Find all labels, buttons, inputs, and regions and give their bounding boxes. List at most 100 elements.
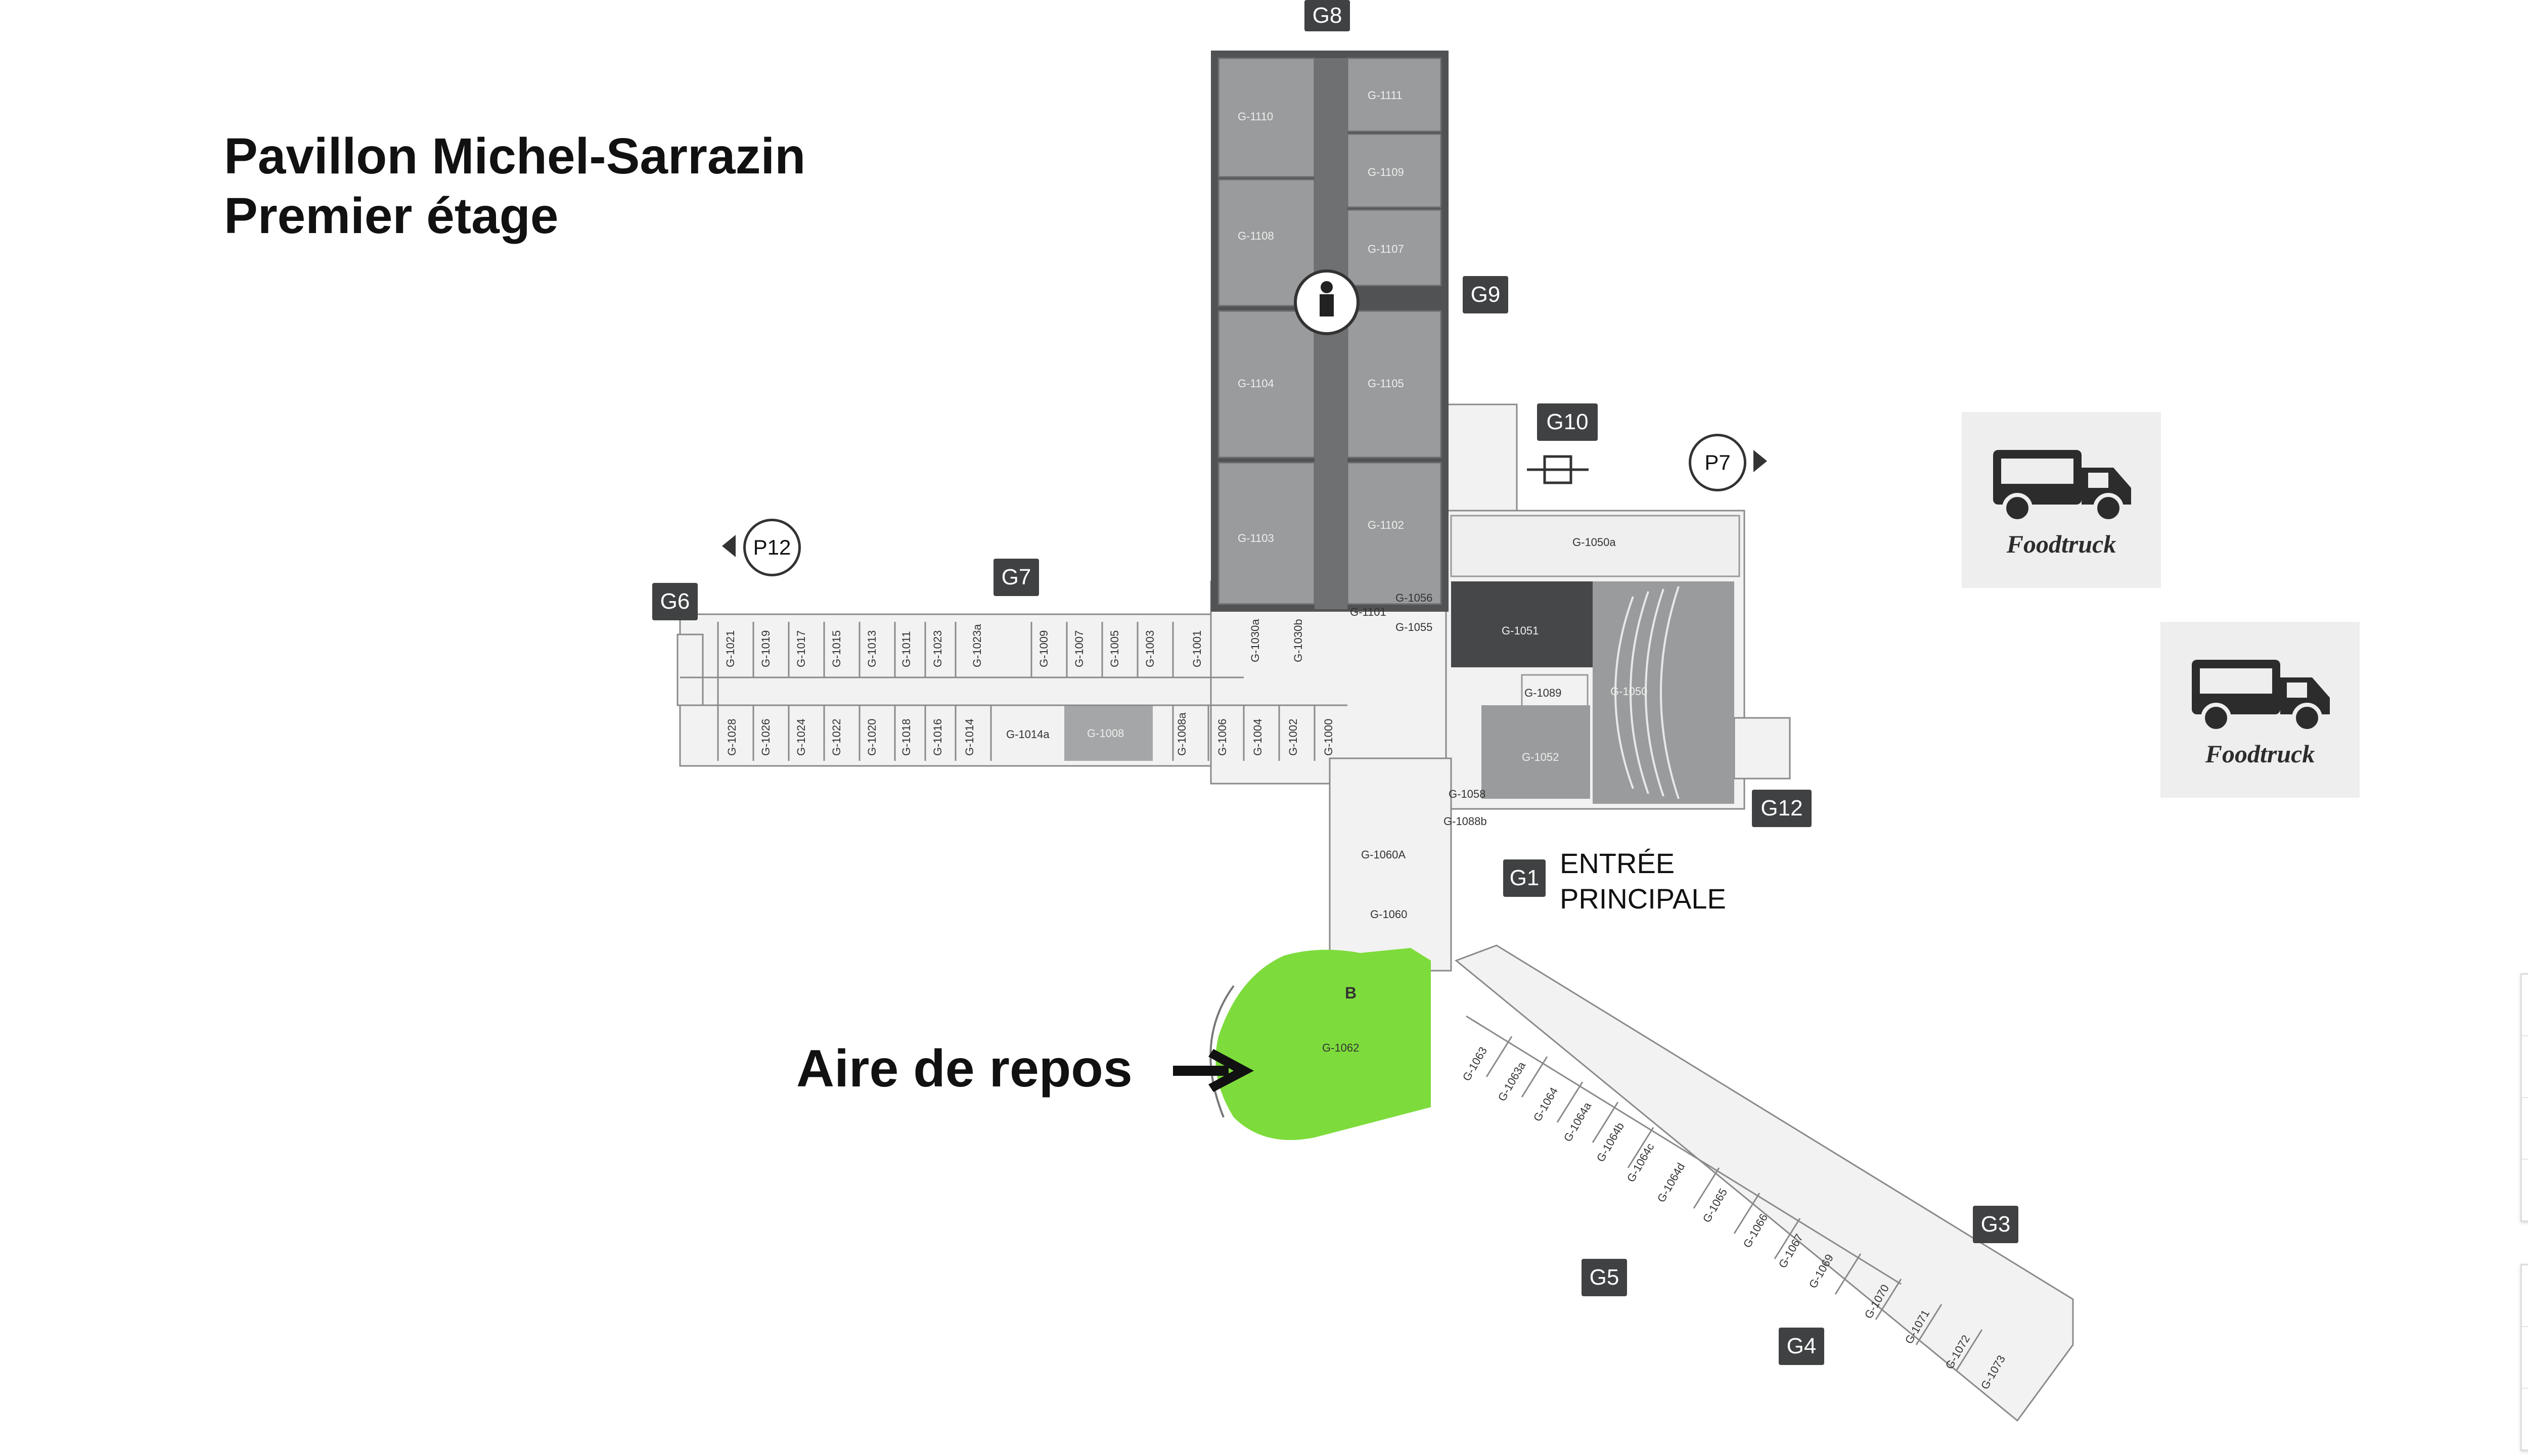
room-label: G-1105 bbox=[1368, 377, 1404, 390]
food-truck-icon bbox=[2192, 660, 2330, 733]
south-corridor bbox=[1329, 757, 1452, 972]
stair-g6 bbox=[676, 633, 704, 706]
zoom-out-button[interactable]: − bbox=[2522, 1327, 2528, 1389]
room-label: G-1008a bbox=[1176, 712, 1188, 756]
room-g1008[interactable] bbox=[1064, 705, 1153, 761]
room-label: G-1003 bbox=[1144, 630, 1156, 667]
room-label: G-1009 bbox=[1037, 630, 1050, 667]
southeast-wing bbox=[1455, 944, 2074, 1422]
elevator-icon[interactable] bbox=[1294, 269, 1360, 335]
rest-area-arrow bbox=[1173, 1049, 1254, 1092]
gate-g8[interactable]: G8 bbox=[1304, 0, 1350, 31]
room-label: G-1058 bbox=[1449, 788, 1485, 800]
room-label: G-1002 bbox=[1287, 719, 1299, 756]
room-label: G-1018 bbox=[900, 719, 913, 756]
gate-g5[interactable]: G5 bbox=[1582, 1259, 1627, 1296]
room-g1051[interactable] bbox=[1451, 581, 1593, 667]
room-label: G-1008 bbox=[1087, 727, 1124, 740]
room-label: G-1089 bbox=[1524, 687, 1561, 699]
room-label: G-1004 bbox=[1251, 719, 1264, 756]
room-g1103[interactable] bbox=[1217, 462, 1316, 605]
accessible-door-icon bbox=[1527, 455, 1589, 484]
room-label: G-1014 bbox=[963, 719, 976, 756]
rest-area-outline bbox=[1209, 985, 1235, 1118]
room-g1102[interactable] bbox=[1346, 462, 1442, 605]
gate-g12[interactable]: G12 bbox=[1752, 790, 1812, 827]
floor-button-2[interactable]: 2 bbox=[2522, 1036, 2528, 1098]
room-label: G-1088b bbox=[1443, 815, 1487, 828]
room-label: G-1030b bbox=[1292, 619, 1304, 662]
parking-p7[interactable]: P7 bbox=[1689, 434, 1746, 491]
stair-g10 bbox=[1445, 403, 1518, 512]
room-label: G-1102 bbox=[1368, 519, 1404, 531]
room-label: G-1056 bbox=[1395, 592, 1432, 604]
floor-button-ss[interactable]: SS bbox=[2522, 1160, 2528, 1220]
room-g1050a[interactable] bbox=[1450, 515, 1740, 577]
room-label: G-1024 bbox=[795, 719, 807, 756]
room-label: G-1014a bbox=[1006, 728, 1050, 741]
room-label: G-1055 bbox=[1395, 621, 1432, 633]
room-g1108[interactable] bbox=[1217, 178, 1316, 307]
room-label: G-1064 bbox=[1531, 1085, 1560, 1123]
room-label: G-1007 bbox=[1073, 630, 1086, 667]
room-label: G-1051 bbox=[1502, 624, 1539, 637]
room-g1107[interactable] bbox=[1346, 209, 1442, 287]
room-label: G-1023 bbox=[931, 630, 944, 667]
building-name: Pavillon Michel-Sarrazin bbox=[224, 128, 806, 185]
gate-g1[interactable]: G1 bbox=[1503, 859, 1546, 897]
rest-area-g1062[interactable] bbox=[1215, 948, 1431, 1140]
gate-g3[interactable]: G3 bbox=[1973, 1206, 2018, 1243]
fullscreen-button[interactable]: ⤢ bbox=[2522, 1389, 2528, 1449]
room-label: G-1104 bbox=[1238, 377, 1274, 390]
gate-g6[interactable]: G6 bbox=[652, 583, 698, 620]
stair-g12 bbox=[1733, 717, 1791, 780]
room-label: G-1001 bbox=[1191, 630, 1203, 667]
room-g1109[interactable] bbox=[1346, 133, 1442, 208]
room-label: G-1111 bbox=[1368, 89, 1402, 102]
gate-g7[interactable]: G7 bbox=[994, 559, 1039, 596]
gate-g9[interactable]: G9 bbox=[1463, 276, 1508, 313]
p12-arrow-icon bbox=[722, 535, 736, 557]
room-label: G-1000 bbox=[1322, 719, 1335, 756]
room-label: G-1060A bbox=[1361, 848, 1406, 861]
room-g1111[interactable] bbox=[1346, 57, 1442, 132]
room-label: G-1028 bbox=[726, 719, 738, 756]
room-label: G-1017 bbox=[795, 630, 807, 667]
room-label: G-1006 bbox=[1216, 719, 1229, 756]
floor-name: Premier étage bbox=[224, 188, 559, 244]
room-label: G-1064a bbox=[1561, 1100, 1594, 1144]
food-truck-card-2[interactable]: Foodtruck bbox=[2160, 622, 2360, 798]
p7-arrow-icon bbox=[1753, 450, 1767, 472]
food-truck-icon bbox=[1993, 450, 2131, 523]
room-label: G-1107 bbox=[1368, 243, 1404, 255]
room-label: G-1020 bbox=[866, 719, 878, 756]
room-label: G-1030a bbox=[1249, 619, 1261, 662]
room-label: G-1069 bbox=[1807, 1252, 1836, 1290]
room-label: G-1101 bbox=[1350, 606, 1386, 618]
gate-g10[interactable]: G10 bbox=[1537, 403, 1598, 441]
room-label: G-1022 bbox=[830, 719, 843, 756]
room-label: G-1050a bbox=[1572, 536, 1616, 549]
room-g1052[interactable] bbox=[1481, 705, 1590, 799]
main-entrance-label: ENTRÉE PRINCIPALE bbox=[1560, 846, 1726, 917]
room-label: G-1103 bbox=[1238, 532, 1274, 544]
room-label: G-1021 bbox=[724, 630, 737, 667]
parking-p12[interactable]: P12 bbox=[743, 519, 801, 576]
floor-selector: 3 2 1 SS bbox=[2520, 973, 2528, 1222]
room-label: G-1063 bbox=[1460, 1044, 1489, 1083]
floor-button-1[interactable]: 1 bbox=[2522, 1098, 2528, 1160]
food-truck-label: Foodtruck bbox=[2006, 530, 2116, 558]
floor-button-3[interactable]: 3 bbox=[2522, 975, 2528, 1036]
area-b-label: B bbox=[1345, 984, 1357, 1002]
food-truck-card-1[interactable]: Foodtruck bbox=[1962, 412, 2161, 588]
zoom-controls: + − ⤢ bbox=[2520, 1264, 2528, 1451]
entrance-line-2: PRINCIPALE bbox=[1560, 883, 1726, 915]
room-g1105[interactable] bbox=[1346, 310, 1442, 459]
zoom-in-button[interactable]: + bbox=[2522, 1265, 2528, 1327]
room-label: G-1108 bbox=[1238, 230, 1274, 242]
room-g1104[interactable] bbox=[1217, 310, 1316, 459]
room-label: G-1023a bbox=[971, 624, 983, 667]
room-g1110[interactable] bbox=[1217, 57, 1316, 178]
gate-g4[interactable]: G4 bbox=[1779, 1328, 1824, 1365]
